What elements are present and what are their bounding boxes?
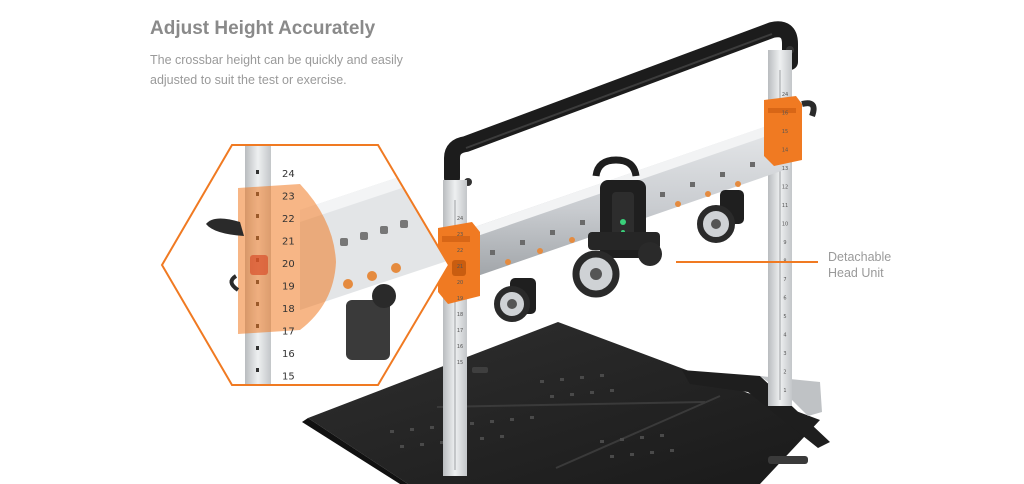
feature-title: Adjust Height Accurately — [150, 18, 376, 39]
scale-number: 23 — [457, 232, 463, 238]
scale-number: 6 — [783, 296, 786, 302]
scale-number: 24 — [782, 92, 788, 98]
scale-number: 9 — [783, 240, 786, 246]
scale-number: 18 — [282, 304, 295, 315]
scale-number: 18 — [457, 312, 463, 318]
scale-number: 21 — [457, 264, 463, 270]
scale-number: 12 — [782, 185, 788, 191]
right-roller — [697, 190, 744, 243]
scale-number: 15 — [282, 372, 295, 383]
scale-number: 15 — [782, 129, 788, 135]
scale-number: 21 — [282, 237, 295, 248]
scale-number: 2 — [783, 370, 786, 376]
scale-number: 14 — [782, 148, 788, 154]
feature-description: The crossbar height can be quickly and e… — [150, 53, 403, 87]
left-post-scale: 24 23 22 21 20 19 18 17 16 15 — [457, 216, 463, 366]
callout-line-2: Head Unit — [828, 266, 884, 280]
scale-number: 7 — [783, 277, 786, 283]
scale-number: 24 — [457, 216, 463, 222]
force-plate-platform — [302, 322, 820, 484]
callout-detachable-head-unit: Detachable Head Unit — [828, 249, 891, 281]
scale-number: 19 — [282, 282, 295, 293]
scale-number: 23 — [282, 192, 295, 203]
scale-number: 3 — [783, 351, 786, 357]
scale-number: 20 — [457, 280, 463, 286]
scale-number: 10 — [782, 222, 788, 228]
right-height-clamp — [764, 96, 817, 166]
detachable-head-unit — [572, 156, 662, 298]
scale-number: 22 — [282, 214, 295, 225]
zoom-detail-hexagon: 24 23 22 21 20 19 18 17 16 15 — [160, 144, 451, 386]
scale-number: 24 — [282, 169, 295, 180]
scale-number: 5 — [783, 314, 786, 320]
scale-number: 17 — [282, 327, 295, 338]
scale-number: 11 — [782, 203, 788, 209]
right-post-scale: 2416151413121110987654321 — [782, 92, 788, 394]
scale-number: 15 — [457, 360, 463, 366]
left-roller — [494, 278, 536, 322]
scale-number: 20 — [282, 259, 295, 270]
callout-line-1: Detachable — [828, 250, 892, 264]
scale-number: 4 — [783, 333, 786, 339]
scale-number: 13 — [782, 166, 788, 172]
scale-number: 1 — [783, 388, 786, 394]
scale-number: 16 — [282, 349, 295, 360]
scale-number: 22 — [457, 248, 463, 254]
scale-number: 16 — [457, 344, 463, 350]
scale-number: 17 — [457, 328, 463, 334]
zoom-post-scale: 24 23 22 21 20 19 18 17 16 15 — [282, 169, 295, 383]
scale-number: 19 — [457, 296, 463, 302]
scale-number: 16 — [782, 111, 788, 117]
